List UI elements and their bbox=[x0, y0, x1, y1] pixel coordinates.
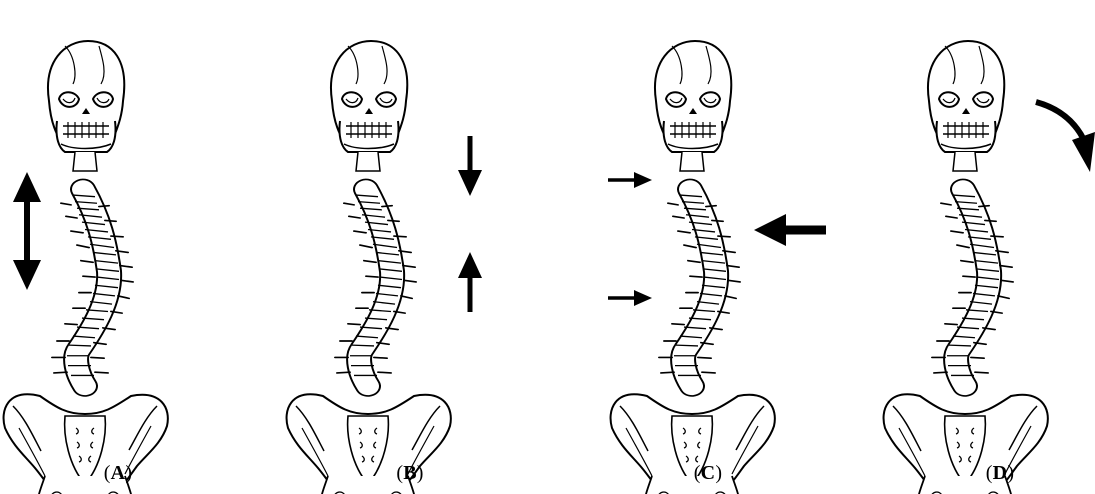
skeleton-b bbox=[287, 41, 451, 494]
skeleton-d bbox=[884, 41, 1048, 494]
caption-a: (A) bbox=[104, 462, 132, 485]
panel-c bbox=[611, 41, 775, 494]
rotation-arrow bbox=[1036, 102, 1095, 172]
distraction-arrow bbox=[13, 172, 41, 290]
caption-d: (D) bbox=[986, 462, 1014, 485]
panel-b bbox=[287, 41, 451, 494]
panel-d bbox=[884, 41, 1048, 494]
caption-b: (B) bbox=[396, 462, 423, 485]
caption-c: (C) bbox=[694, 462, 722, 485]
skeleton-c bbox=[611, 41, 775, 494]
compression-arrows bbox=[458, 136, 482, 312]
